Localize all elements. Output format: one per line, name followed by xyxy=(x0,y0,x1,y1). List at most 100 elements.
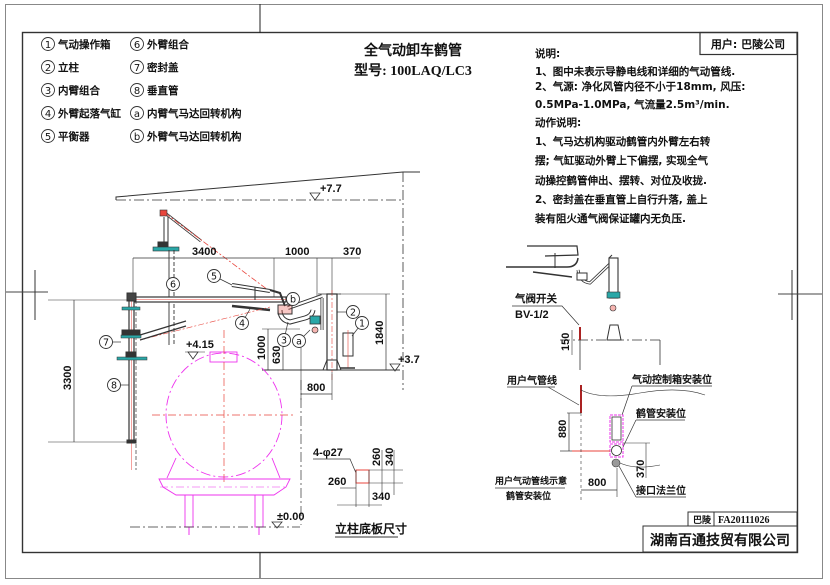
legend-marker xyxy=(130,83,144,97)
legend-id: 4 xyxy=(45,109,51,120)
legend-label: 平衡器 xyxy=(58,130,90,143)
callout-7: 7 xyxy=(99,335,121,349)
callout-4: 4 xyxy=(235,308,251,330)
callout-id: a xyxy=(296,337,302,348)
title-block-left: 巴陵 xyxy=(693,514,712,526)
callout-id: 6 xyxy=(170,280,176,291)
callout-6: 6 xyxy=(166,277,180,291)
base-holes: 4-φ27 xyxy=(313,447,343,459)
canopy-outline xyxy=(115,171,420,200)
base-dim-260-h: 260 xyxy=(328,476,346,488)
legend-id: 1 xyxy=(45,40,51,51)
drawing-title: 全气动卸车鹤管 xyxy=(363,42,462,59)
callout-bubble xyxy=(235,316,249,330)
legend-label: 内臂组合 xyxy=(58,84,100,97)
base-dim-340-h: 340 xyxy=(372,491,390,503)
action-line: 装有阻火通气阀保证罐内无负压. xyxy=(534,212,686,225)
callout-id: 5 xyxy=(211,272,217,283)
install-caption-2: 鹤管安装位 xyxy=(506,490,551,502)
legend-id: 8 xyxy=(134,86,140,97)
action-line: 1、气马达机构驱动鹤管内外臂左右转 xyxy=(535,135,711,148)
callouts: 12 3 4 5 6 7 8 a b xyxy=(99,269,369,392)
main-elevation-view: +7.7 3400 1000 370 xyxy=(48,171,420,535)
dim-150: 150 xyxy=(560,333,572,351)
legend-item: 7 密封盖 xyxy=(130,60,179,74)
legend-label: 外臂气马达回转机构 xyxy=(146,130,242,143)
arm-pos-label: 鹤管安装位 xyxy=(635,407,686,420)
callout-8: 8 xyxy=(107,378,129,392)
callout-bubble xyxy=(277,333,291,347)
callout-2: 2 xyxy=(337,305,360,319)
note-line: 2、气源: 净化风管内径不小于18mm, 风压: xyxy=(535,80,746,93)
callout-id: 8 xyxy=(111,381,117,392)
callout-5: 5 xyxy=(207,269,233,286)
callout-id: 1 xyxy=(359,319,365,330)
legend-id: 6 xyxy=(134,40,140,51)
note-line: 1、图中未表示导静电线和详细的气动管线. xyxy=(535,65,735,78)
drawing-number: FA20111026 xyxy=(718,515,769,526)
dim-800-install: 800 xyxy=(588,477,606,489)
legend-marker xyxy=(130,106,144,120)
flange-pos-label: 接口法兰位 xyxy=(636,484,686,497)
legend-label: 外臂组合 xyxy=(146,38,189,51)
action-line: 动操控鹤管伸出、摆转、对位及收拢. xyxy=(535,174,707,187)
dim-1000-h: 1000 xyxy=(285,246,309,258)
callout-1: 1 xyxy=(351,316,369,337)
user-gas-line-label: 用户气管线 xyxy=(506,374,557,387)
model-number: 型号: 100LAQ/LC3 xyxy=(354,62,472,79)
action-heading: 动作说明: xyxy=(535,116,581,129)
control-box-pos-label: 气动控制箱安装位 xyxy=(631,373,712,386)
legend-marker xyxy=(41,106,55,120)
legend-id: 5 xyxy=(45,132,51,143)
valve-model: BV-1/2 xyxy=(515,309,549,321)
base-plate-detail: 4-φ27 260 340 260 340 立柱底板尺寸 xyxy=(313,447,407,538)
action-line: 2、密封盖在垂直管上自行升落, 盖上 xyxy=(535,193,708,206)
callout-a: a xyxy=(292,329,311,348)
legend-label: 内臂气马达回转机构 xyxy=(147,107,242,120)
dim-3400: 3400 xyxy=(192,246,216,258)
dim-800: 800 xyxy=(307,382,325,394)
dim-1840: 1840 xyxy=(374,321,386,345)
user-box: 用户: 巴陵公司 xyxy=(699,31,798,56)
note-line: 0.5MPa-1.0MPa, 气流量2.5m³/min. xyxy=(535,98,730,111)
elevation-tank: +4.15 xyxy=(186,339,214,351)
elevation-platform: +3.7 xyxy=(398,354,420,366)
callout-id: 3 xyxy=(281,336,287,347)
callout-b: b xyxy=(285,292,300,306)
callout-bubble xyxy=(166,277,180,291)
callout-id: 4 xyxy=(239,319,245,330)
legend-marker xyxy=(41,60,55,74)
callout-bubble xyxy=(207,269,221,283)
title-block: 巴陵 FA20111026 湖南百通技贸有限公司 xyxy=(642,511,798,553)
valve-label: 气阀开关 xyxy=(514,292,557,305)
legend-id: b xyxy=(134,132,140,143)
side-view: 气阀开关 BV-1/2 150 xyxy=(506,245,661,370)
callout-bubble xyxy=(286,292,300,306)
base-dim-340-v: 340 xyxy=(384,448,396,466)
callout-bubble xyxy=(99,335,113,349)
legend-marker xyxy=(41,37,55,51)
legend-id: 7 xyxy=(134,63,140,74)
outer-frame xyxy=(5,4,823,579)
action-line: 摆; 气缸驱动外臂上下偏摆, 实现全气 xyxy=(535,154,708,167)
callout-id: 7 xyxy=(103,338,109,349)
dim-630: 630 xyxy=(271,346,283,364)
dim-370-h: 370 xyxy=(343,246,361,258)
legend-marker xyxy=(130,129,144,143)
legend-item: 6 外臂组合 xyxy=(130,37,189,51)
callout-bubble xyxy=(355,316,369,330)
legend-id: 2 xyxy=(45,63,51,74)
install-view: 用户气管线 气动控制箱安装位 鹤管安装位 880 370 800 接口法兰位 用… xyxy=(494,373,712,502)
user-label: 用户: 巴陵公司 xyxy=(711,37,785,51)
legend-marker xyxy=(41,83,55,97)
legend-label: 密封盖 xyxy=(147,61,179,74)
tank-truck xyxy=(152,330,296,535)
callout-id: b xyxy=(290,295,296,306)
dim-1000-v: 1000 xyxy=(256,336,268,360)
